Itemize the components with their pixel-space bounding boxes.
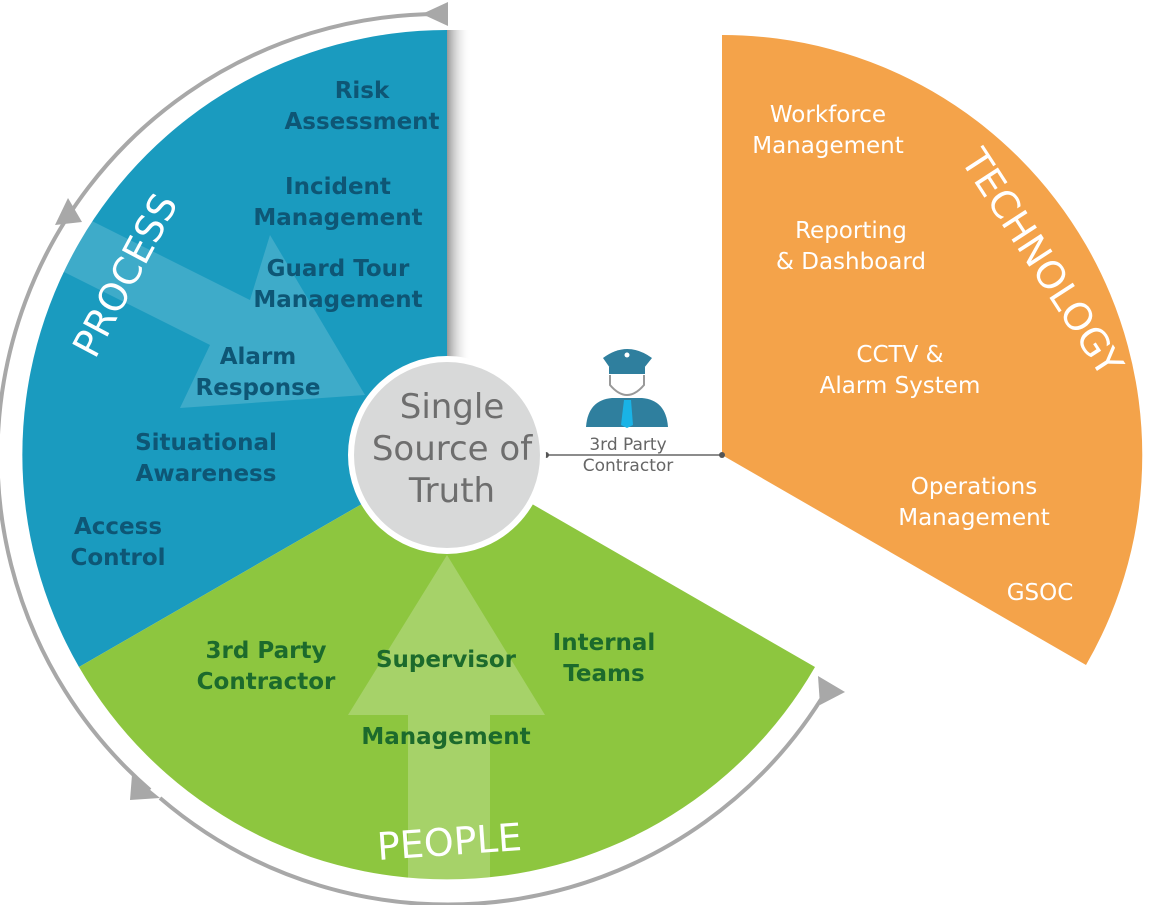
- security-guard-icon: [586, 349, 668, 428]
- ring-arrowhead-top: [422, 2, 448, 26]
- shadow-edge: [447, 30, 471, 390]
- process-arrow: [60, 220, 365, 408]
- technology-sector: [722, 34, 1143, 665]
- people-sector: [79, 455, 815, 880]
- people-item: Management: [361, 724, 530, 750]
- technology-item: GSOC: [1007, 580, 1074, 606]
- connector-dot: [719, 452, 725, 458]
- ring-arrowhead-left: [55, 198, 82, 225]
- people-item: Supervisor: [376, 647, 517, 673]
- ring-arrowhead-bottom-right: [818, 676, 845, 705]
- people-arrow: [348, 555, 545, 880]
- technology-item: CCTV &Alarm System: [820, 342, 981, 399]
- process-sector: [22, 30, 447, 667]
- ring-arc-left: [0, 12, 441, 792]
- ring-arrowhead-bottom-left: [130, 775, 160, 800]
- technology-item: Reporting& Dashboard: [776, 218, 926, 275]
- ring-arc-bottom: [158, 686, 830, 905]
- center-circle: [348, 356, 546, 554]
- people-title: PEOPLE: [376, 815, 524, 869]
- cycle-ring: [0, 12, 830, 905]
